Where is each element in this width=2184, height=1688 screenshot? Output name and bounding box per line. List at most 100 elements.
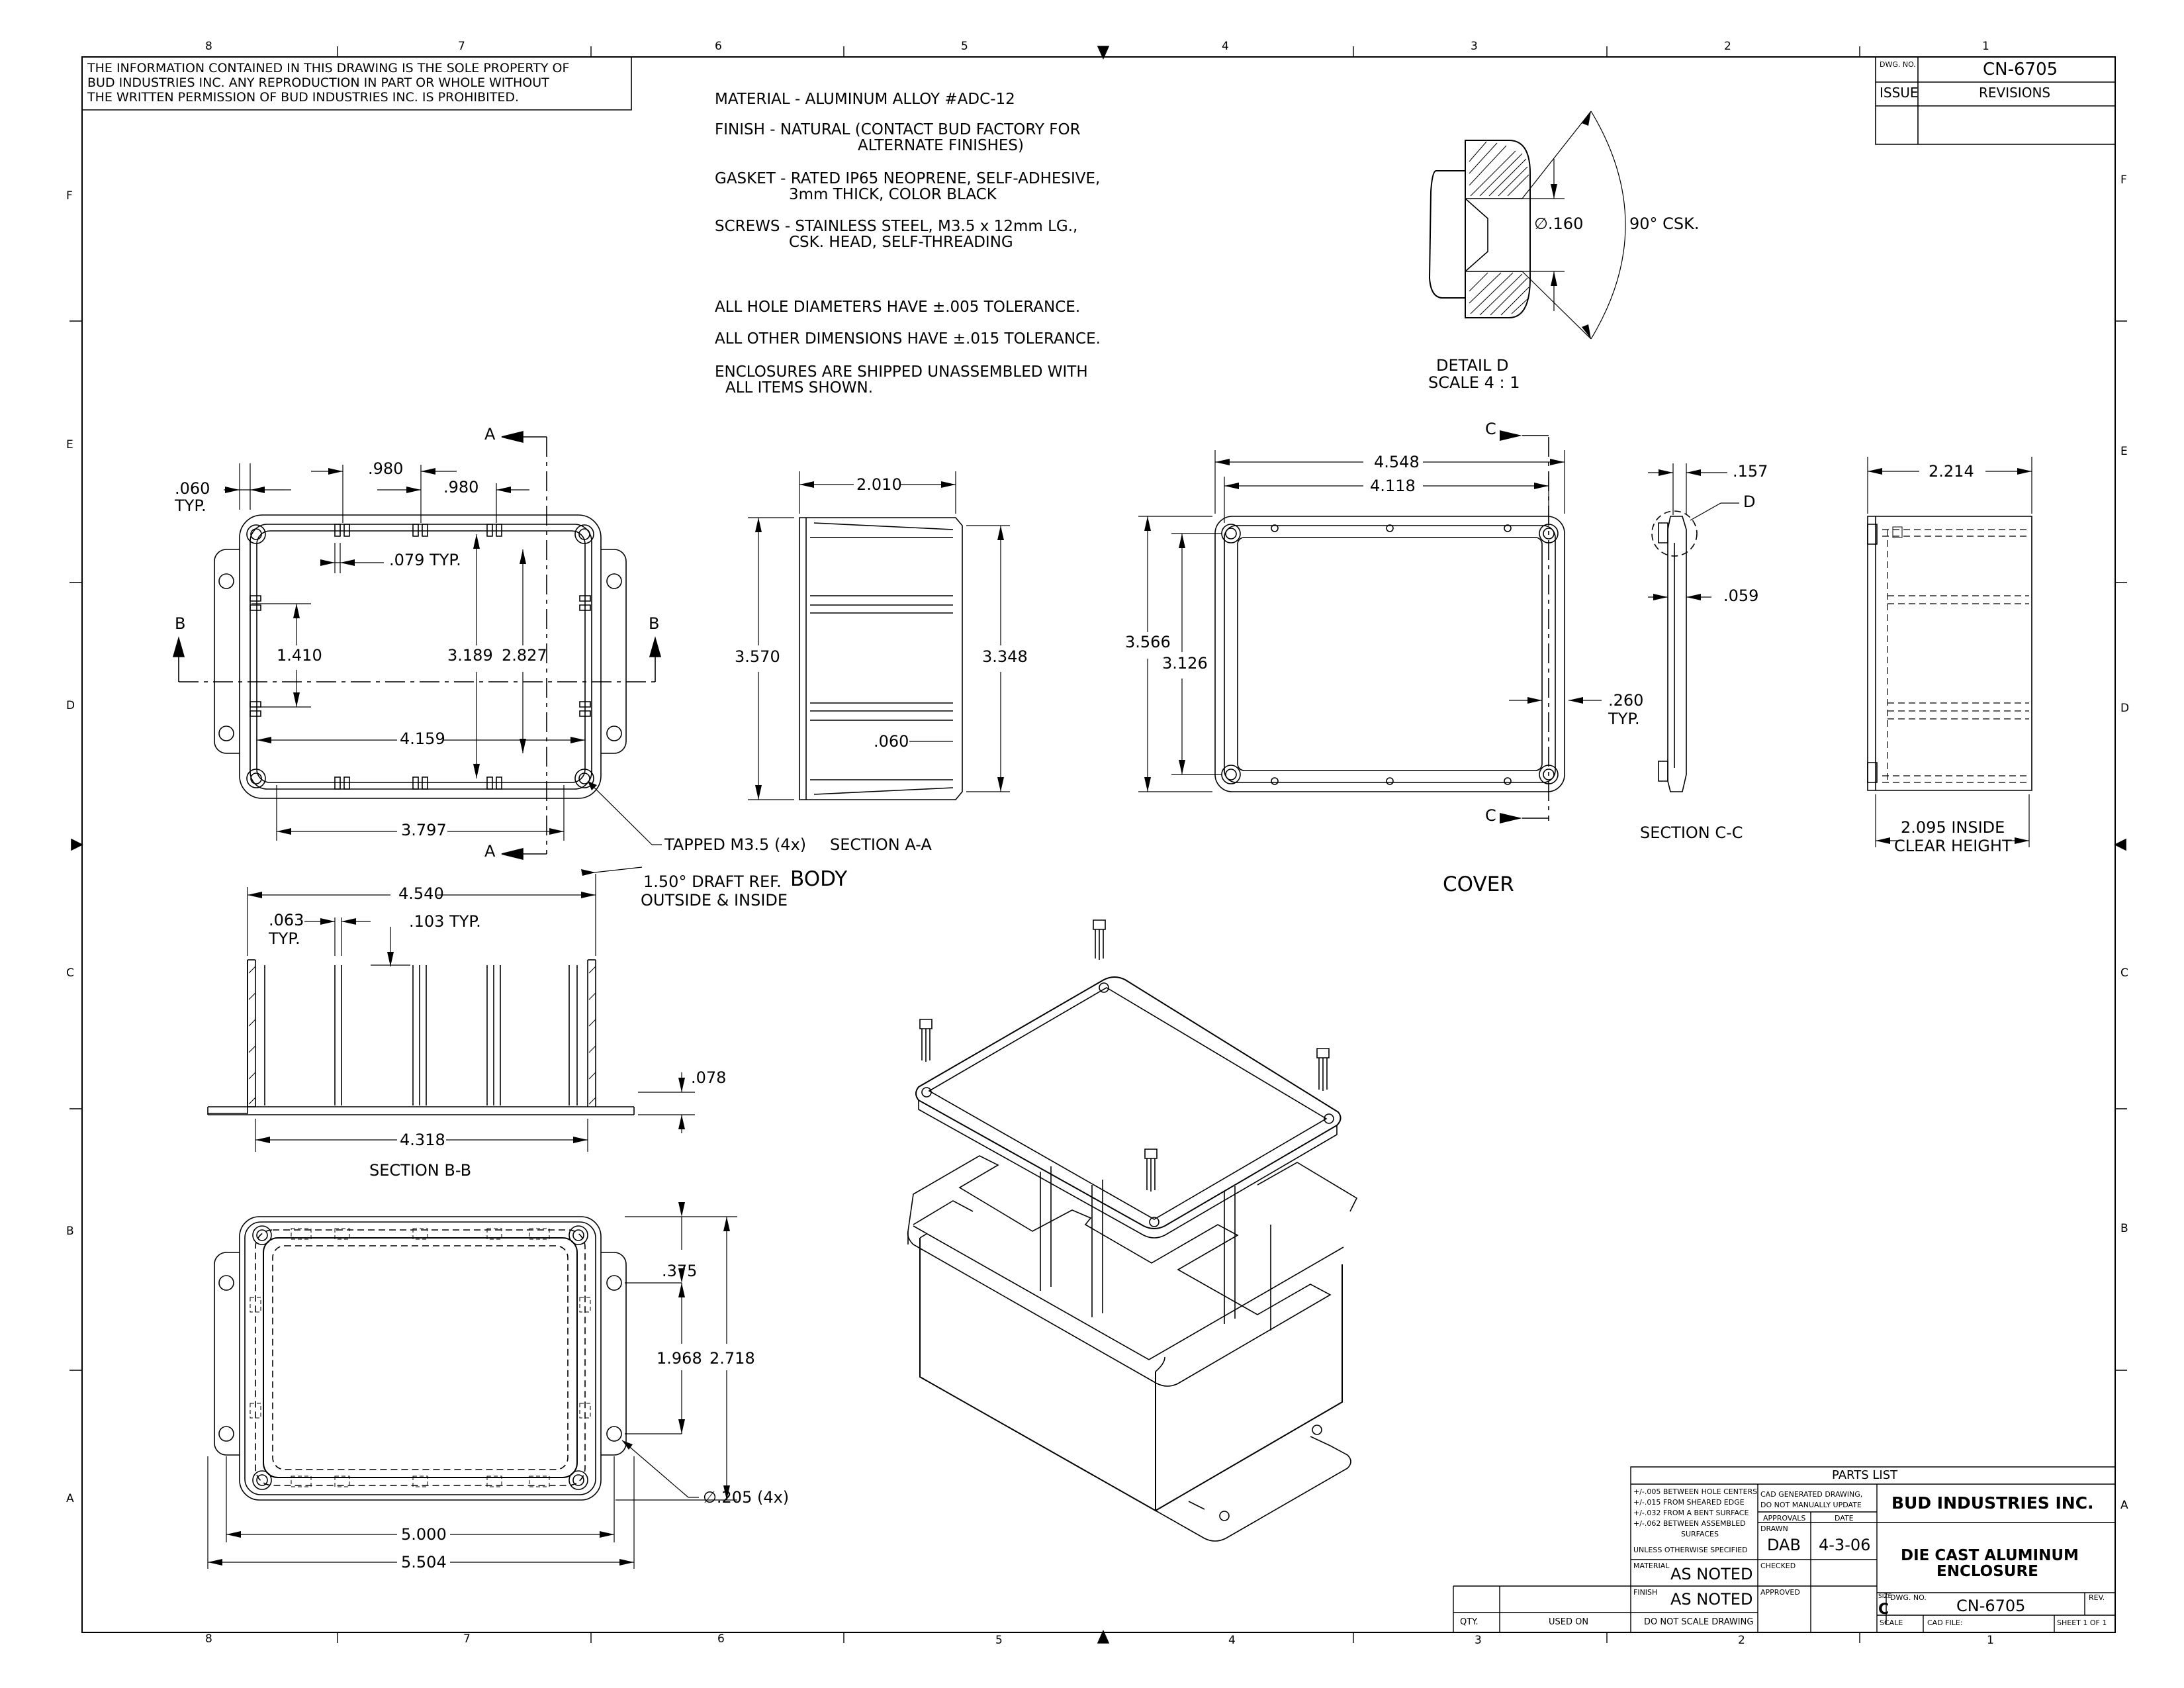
- zone-label-bottom-6: 6: [717, 1632, 725, 1646]
- proprietary-line-2: BUD INDUSTRIES INC. ANY REPRODUCTION IN …: [87, 75, 549, 90]
- body-dim-4159: 4.159: [400, 729, 445, 748]
- header-dwg-no-label: DWG. NO.: [1880, 60, 1916, 69]
- bottom-view-dimensions: [208, 1217, 737, 1569]
- cover-dim-3126: 3.126: [1162, 654, 1208, 673]
- section-bb-dim-4540: 4.540: [398, 884, 444, 903]
- approved-label: APPROVED: [1760, 1588, 1800, 1597]
- bottom-view-mounting-holes: ∅.205 (4x): [703, 1488, 790, 1507]
- body-dim-980-right: .980: [443, 478, 479, 496]
- zone-label-top-4: 4: [1222, 40, 1229, 53]
- title-block-lines: [1453, 1467, 2115, 1632]
- detail-d-view: [1430, 111, 1625, 339]
- note-material: MATERIAL - ALUMINUM ALLOY #ADC-12: [715, 91, 1015, 108]
- drawing-title-2: ENCLOSURE: [1936, 1563, 2038, 1580]
- section-cc-view: [1652, 503, 1739, 792]
- header-issue-label: ISSUE: [1880, 85, 1919, 101]
- cover-arrowheads: [1144, 430, 1583, 823]
- date-label: DATE: [1835, 1514, 1854, 1523]
- body-tapped-holes: TAPPED M3.5 (4x): [664, 835, 807, 854]
- note-finish-2: ALTERNATE FINISHES): [858, 137, 1024, 154]
- isometric-exploded-view: [908, 920, 1357, 1541]
- body-dim-060-typ: TYP.: [175, 496, 206, 515]
- size-label: SIZE: [1878, 1593, 1892, 1600]
- drawn-label: DRAWN: [1760, 1524, 1788, 1533]
- body-dim-3797: 3.797: [401, 821, 447, 839]
- centering-marks: [71, 46, 2126, 1643]
- section-bb-draft-2: OUTSIDE & INSIDE: [641, 891, 788, 910]
- zone-label-left-e: E: [66, 438, 73, 451]
- scale-label: SCALE: [1880, 1618, 1903, 1627]
- section-b-label-left: B: [175, 614, 186, 633]
- material-label: MATERIAL: [1633, 1562, 1670, 1570]
- cover-view-title: COVER: [1443, 872, 1514, 896]
- section-aa-arrowheads: [755, 481, 1004, 800]
- drawn-by: DAB: [1767, 1536, 1801, 1554]
- header-revisions-label: REVISIONS: [1979, 85, 2051, 101]
- zone-label-top-8: 8: [205, 40, 212, 53]
- cad-file-label: CAD FILE:: [1927, 1618, 1963, 1627]
- section-bb-dim-103: .103 TYP.: [409, 912, 481, 931]
- zone-label-bottom-2: 2: [1738, 1634, 1745, 1647]
- unless-otherwise-specified: UNLESS OTHERWISE SPECIFIED: [1633, 1546, 1748, 1554]
- section-aa-dim-3570: 3.570: [735, 647, 780, 666]
- proprietary-line-1: THE INFORMATION CONTAINED IN THIS DRAWIN…: [87, 61, 570, 75]
- section-b-label-right: B: [649, 614, 660, 633]
- cad-note-2: DO NOT MANUALLY UPDATE: [1760, 1501, 1862, 1509]
- cover-dim-4118: 4.118: [1370, 477, 1416, 495]
- section-cc-dim-157: .157: [1733, 462, 1768, 481]
- note-finish-1: FINISH - NATURAL (CONTACT BUD FACTORY FO…: [715, 121, 1081, 138]
- zone-label-right-a: A: [2120, 1499, 2128, 1512]
- proprietary-line-3: THE WRITTEN PERMISSION OF BUD INDUSTRIES…: [87, 90, 520, 105]
- cover-dimensions: [1138, 450, 1602, 792]
- section-bb-dim-078: .078: [691, 1068, 727, 1087]
- approvals-label: APPROVALS: [1763, 1514, 1806, 1523]
- cad-note-1: CAD GENERATED DRAWING,: [1760, 1490, 1863, 1499]
- zone-label-bottom-3: 3: [1475, 1634, 1482, 1647]
- outer-border: [82, 57, 2115, 1632]
- side-view-dim-2214: 2.214: [1929, 462, 1974, 481]
- bottom-view-dim-5504: 5.504: [401, 1553, 447, 1571]
- section-cc-arrowheads: [1653, 469, 1701, 600]
- body-dim-079-typ: .079 TYP.: [389, 551, 461, 569]
- detail-d-title: DETAIL D: [1436, 356, 1509, 375]
- rev-label: REV.: [2089, 1593, 2105, 1602]
- zone-label-right-f: F: [2120, 173, 2127, 187]
- zone-label-bottom-7: 7: [463, 1632, 471, 1646]
- detail-d-scale: SCALE 4 : 1: [1428, 373, 1520, 392]
- body-top-arrowheads: [225, 468, 597, 835]
- zone-label-right-c: C: [2120, 966, 2128, 980]
- zone-label-right-e: E: [2120, 445, 2128, 458]
- bottom-view-dim-5000: 5.000: [401, 1525, 447, 1544]
- zone-label-left-d: D: [66, 699, 75, 712]
- size-value: C: [1878, 1601, 1889, 1618]
- detail-d-diameter: ∅.160: [1534, 214, 1584, 233]
- proprietary-box: [82, 57, 631, 110]
- note-gasket-2: 3mm THICK, COLOR BLACK: [789, 186, 997, 203]
- zone-label-left-a: A: [66, 1492, 74, 1505]
- section-a-label-bottom: A: [484, 842, 496, 861]
- zone-label-bottom-4: 4: [1228, 1634, 1236, 1647]
- zone-ticks: [69, 46, 2127, 1643]
- note-shipping-1: ENCLOSURES ARE SHIPPED UNASSEMBLED WITH: [715, 363, 1088, 381]
- qty-label: QTY.: [1460, 1617, 1479, 1627]
- body-dim-2827: 2.827: [502, 646, 547, 665]
- section-c-label-bottom: C: [1485, 806, 1496, 825]
- zone-label-top-7: 7: [458, 40, 465, 53]
- zone-label-bottom-1: 1: [1987, 1634, 1994, 1647]
- note-tolerance-hole: ALL HOLE DIAMETERS HAVE ±.005 TOLERANCE.: [715, 299, 1081, 316]
- side-view: [1868, 516, 2032, 790]
- section-bb-arrowheads: [248, 869, 685, 1143]
- bottom-view-arrowheads: [208, 1202, 730, 1566]
- section-arrows: [173, 432, 660, 859]
- body-top-view: [179, 437, 655, 854]
- section-aa-view: [799, 518, 962, 800]
- section-bb-title: SECTION B-B: [369, 1161, 472, 1180]
- zone-label-bottom-8: 8: [205, 1632, 212, 1646]
- section-c-label-top: C: [1485, 420, 1496, 438]
- tolerance-line-5: SURFACES: [1681, 1530, 1719, 1538]
- body-dim-980-left: .980: [368, 459, 404, 478]
- header-dwg-no: CN-6705: [1983, 60, 2058, 79]
- section-aa-dimensions: [748, 471, 1010, 800]
- zone-label-top-3: 3: [1471, 40, 1478, 53]
